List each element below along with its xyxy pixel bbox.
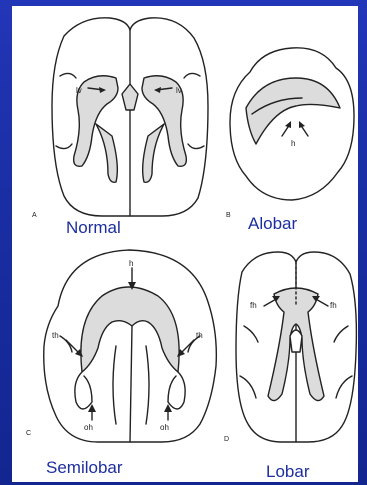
panel-letter-a: A <box>32 212 37 219</box>
label-fh-right: fh <box>330 301 337 310</box>
figure-panel: lv lv h h th th oh oh fh fh A B C D Norm… <box>12 6 358 482</box>
caption-lobar: Lobar <box>266 462 309 482</box>
label-oh-right: oh <box>160 423 169 432</box>
panel-letter-b: B <box>226 212 231 219</box>
label-h-semilobar: h <box>129 259 133 268</box>
label-lv-right: lv <box>176 86 182 95</box>
caption-semilobar: Semilobar <box>46 458 123 478</box>
semilobar-brain-drawing <box>44 250 217 442</box>
label-th-left: th <box>52 331 59 340</box>
label-oh-left: oh <box>84 423 93 432</box>
lobar-brain-drawing <box>236 252 356 442</box>
holoprosencephaly-diagram: lv lv h h th th oh oh fh fh <box>12 6 358 482</box>
panel-letter-c: C <box>26 430 31 437</box>
label-lv-left: lv <box>76 86 82 95</box>
panel-letter-d: D <box>224 436 229 443</box>
normal-brain-drawing <box>52 18 208 216</box>
caption-normal: Normal <box>66 218 121 238</box>
caption-alobar: Alobar <box>248 214 297 234</box>
label-th-right: th <box>196 331 203 340</box>
label-h-alobar: h <box>291 139 295 148</box>
label-fh-left: fh <box>250 301 257 310</box>
alobar-brain-drawing <box>230 48 354 200</box>
